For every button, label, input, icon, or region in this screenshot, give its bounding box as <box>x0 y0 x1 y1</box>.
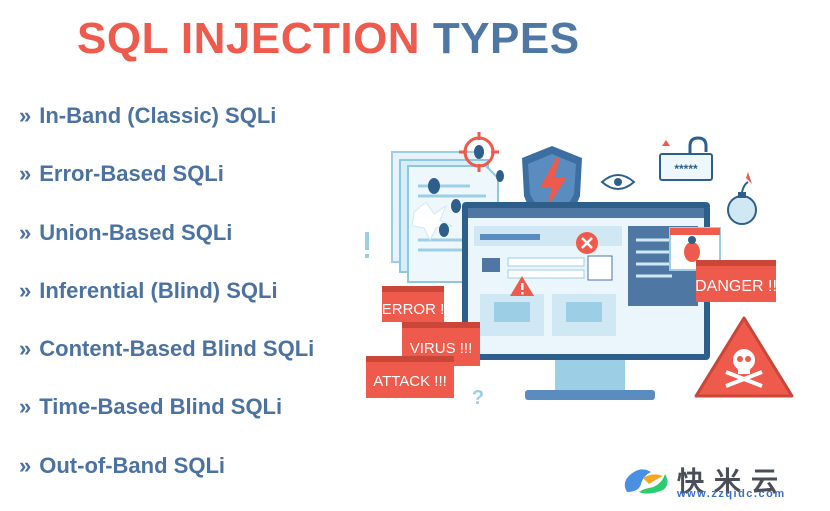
list-item: » Out-of-Band SQLi <box>19 453 314 511</box>
close-icon <box>576 232 598 254</box>
eye-icon <box>600 174 636 190</box>
password-lock-icon: ***** <box>659 136 713 181</box>
error-label: ERROR ! <box>382 286 445 322</box>
bomb-icon <box>727 172 757 225</box>
bug-icon <box>428 170 504 237</box>
title-part-sql-injection: SQL INJECTION <box>77 14 421 63</box>
list-item-label: Inferential (Blind) SQLi <box>39 277 278 303</box>
watermark: 快米云 www.zzqidc.com <box>615 458 825 500</box>
bullet-icon: » <box>19 394 32 420</box>
list-item-label: Content-Based Blind SQLi <box>39 336 315 362</box>
bullet-icon: » <box>19 161 32 187</box>
attack-text: ATTACK !!! <box>373 373 447 390</box>
virus-label: VIRUS !!! <box>402 322 480 366</box>
bullet-icon: » <box>19 277 32 303</box>
monitor <box>462 202 710 400</box>
list-item-label: Out-of-Band SQLi <box>39 452 225 478</box>
warning-icon <box>510 276 534 296</box>
watermark-url: www.zzqidc.com <box>677 488 786 500</box>
title-part-types: TYPES <box>432 14 580 63</box>
error-text: ERROR ! <box>382 301 445 318</box>
bullet-icon: » <box>19 103 32 128</box>
skull-warning-icon <box>694 316 794 398</box>
attack-label: ATTACK !!! <box>366 356 454 398</box>
crosshair-icon <box>459 132 499 172</box>
list-item: » Error-Based SQLi <box>19 161 314 219</box>
list-item-label: In-Band (Classic) SQLi <box>39 103 277 128</box>
watermark-name: 快米云 <box>677 467 788 498</box>
bullet-icon: » <box>19 336 32 362</box>
bullet-icon: » <box>19 219 32 245</box>
danger-label: DANGER !! <box>695 260 777 302</box>
list-item: » Time-Based Blind SQLi <box>19 394 314 452</box>
list-item-label: Time-Based Blind SQLi <box>39 394 283 420</box>
list-item: » Union-Based SQLi <box>19 220 314 278</box>
virus-text: VIRUS !!! <box>410 340 473 357</box>
security-illustration: ***** <box>365 132 794 409</box>
list-item: » Content-Based Blind SQLi <box>19 336 314 394</box>
bullet-icon: » <box>19 452 32 478</box>
list-item-label: Error-Based SQLi <box>39 161 224 187</box>
exclamation-icon <box>365 232 369 258</box>
list-item: » In-Band (Classic) SQLi <box>19 103 314 161</box>
list-item: » Inferential (Blind) SQLi <box>19 278 314 336</box>
watermark-logo-icon <box>624 469 668 494</box>
question-icon: ? <box>472 387 484 409</box>
password-dots: ***** <box>674 162 698 176</box>
list-item-label: Union-Based SQLi <box>39 219 233 245</box>
danger-text: DANGER !! <box>695 278 777 295</box>
page-title: SQL INJECTION TYPES <box>77 14 580 64</box>
injection-types-list: » In-Band (Classic) SQLi » Error-Based SQL… <box>19 103 314 511</box>
